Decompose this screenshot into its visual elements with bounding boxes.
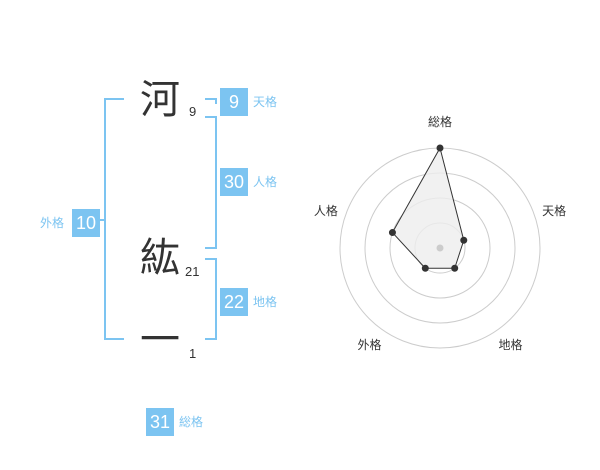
- soukaku-label: 総格: [179, 415, 204, 429]
- radar-axis-label-0: 総格: [428, 114, 452, 129]
- jinkaku-badge: 30: [220, 168, 248, 196]
- radar-point-2: [451, 264, 459, 272]
- radar-axis-label-2: 地格: [499, 337, 523, 352]
- tenkaku-label: 天格: [253, 95, 278, 109]
- tenkaku-badge: 9: [220, 88, 248, 116]
- tenkaku-bracket: [205, 98, 217, 104]
- radar-point-4: [388, 229, 396, 237]
- radar-point-3: [421, 264, 429, 272]
- jinkaku-bracket: [205, 116, 217, 249]
- radar-axis-label-4: 人格: [314, 203, 338, 218]
- radar-data-polygon: [391, 146, 465, 269]
- stroke-count-2: 21: [185, 264, 200, 279]
- gaikaku-badge: 10: [72, 209, 100, 237]
- name-char-3: 一: [140, 317, 180, 363]
- stroke-count-3: 1: [189, 346, 197, 361]
- name-char-2: 紘: [140, 235, 180, 281]
- gaikaku-label: 外格: [40, 216, 65, 230]
- chikaku-badge: 22: [220, 288, 248, 316]
- stroke-count-1: 9: [189, 104, 197, 119]
- radar-point-0: [436, 144, 444, 152]
- radar-axis-label-3: 外格: [357, 337, 381, 352]
- chikaku-label: 地格: [253, 295, 278, 309]
- radar-point-1: [460, 236, 468, 244]
- gaikaku-bracket: [104, 98, 124, 340]
- soukaku-badge: 31: [146, 408, 174, 436]
- radar-axis-label-1: 天格: [542, 203, 566, 218]
- jinkaku-label: 人格: [253, 175, 278, 189]
- gaikaku-tick: [98, 219, 105, 221]
- chikaku-bracket: [205, 258, 217, 340]
- radar-center-dot: [436, 244, 444, 252]
- name-char-1: 河: [140, 77, 180, 123]
